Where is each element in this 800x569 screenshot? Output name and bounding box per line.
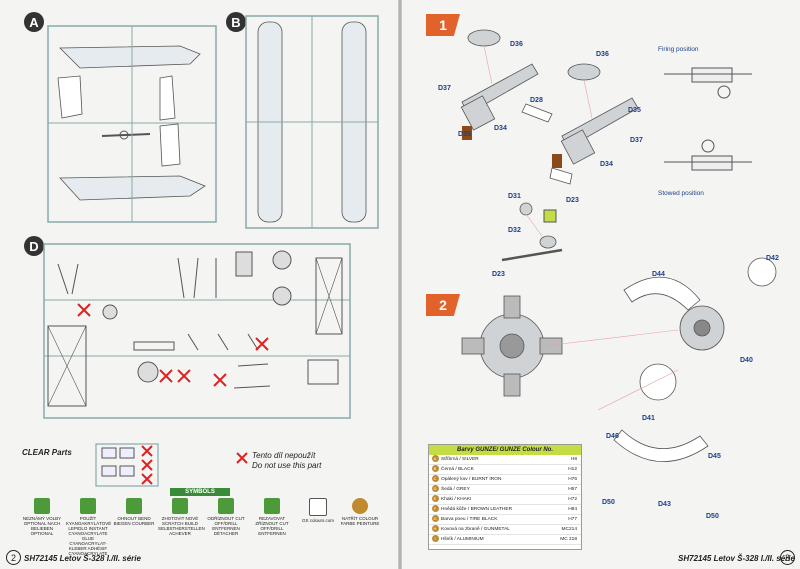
question-icon xyxy=(34,498,50,514)
part-label-d42: D42 xyxy=(766,255,779,262)
page-number-left: 2 xyxy=(6,550,21,565)
part-label-d23-a: D23 xyxy=(566,197,579,204)
symbol-cut: ODŘÍZNOUT CUT OFF/DRILL ENTFERNEN DÉTACH… xyxy=(204,498,248,536)
part-label-d37-b: D37 xyxy=(630,137,643,144)
symbols-header: SYMBOLS xyxy=(170,488,230,496)
clear-parts-title: CLEAR Parts xyxy=(22,448,72,457)
color-table-title: Barvy GUNZE/ GUNZE Colour No. xyxy=(429,445,581,455)
scratch-build-icon xyxy=(172,498,188,514)
part-label-d35-b: D35 xyxy=(628,107,641,114)
clear-parts-sprue xyxy=(95,443,159,487)
part-label-d43: D43 xyxy=(658,501,671,508)
step-2-marker: 2 xyxy=(426,294,460,316)
drill-icon xyxy=(264,498,280,514)
sprue-d-diagram xyxy=(43,243,351,419)
symbol-drill: REZAVOVAT ZŘÍZNOUT CUT OFF/DRILL ENTFERN… xyxy=(250,498,294,536)
gs-logo-icon xyxy=(309,498,327,516)
right-page: 1 2 D36 D36 D37 D28 D35 D34 D3 xyxy=(402,0,800,569)
part-label-d40: D40 xyxy=(740,357,753,364)
book-gutter xyxy=(398,0,402,569)
symbol-paint: NATŘÍT COLOUR FARBE PEINTURE xyxy=(338,498,382,526)
symbol-bend: OHNOUT BEND BIEGEN COURBER xyxy=(112,498,156,526)
do-not-use-cross-icon xyxy=(236,452,248,464)
symbol-scratch-build: ZHOTOVIT NOVÉ SCRATCH BUILD SELBSTHERSTE… xyxy=(158,498,205,536)
bend-icon xyxy=(126,498,142,514)
part-label-d37-a: D37 xyxy=(438,85,451,92)
symbol-gs-colours: GS colours.com xyxy=(296,498,340,523)
step-2-engine-assembly: D44 D42 D40 D41 D46 D45 D50 D43 D50 xyxy=(461,255,779,520)
symbol-glue: POUŽÍT KYANOAKRYLÁTOVÉ LEPIDLO INSTANT C… xyxy=(66,498,111,556)
stowed-position-label: Stowed position xyxy=(658,190,704,197)
step-1-gun-assembly: D36 D36 D37 D28 D35 D34 D35 D34 D37 D23 … xyxy=(438,29,752,278)
sprue-b-diagram xyxy=(245,15,379,229)
part-label-d50-b: D50 xyxy=(706,513,719,520)
section-b-marker: B xyxy=(226,12,246,32)
section-d-marker: D xyxy=(24,236,44,256)
sprue-a-diagram xyxy=(47,25,217,223)
do-not-use-cz: Tento díl nepoužít xyxy=(252,451,316,460)
part-label-d41: D41 xyxy=(642,415,655,422)
part-label-d28: D28 xyxy=(530,97,543,104)
symbols-legend: SYMBOLS NEZNÁMÝ VOLBY OPTIONAL NACH BELI… xyxy=(20,488,382,556)
part-label-d36-b: D36 xyxy=(596,51,609,58)
footer-right: SH72145 Letov Š-328 I./II. série xyxy=(678,554,795,563)
part-label-d36-a: D36 xyxy=(510,41,523,48)
part-label-d34-a: D34 xyxy=(494,125,507,132)
part-label-d31: D31 xyxy=(508,193,521,200)
do-not-use-legend: Tento díl nepoužít Do not use this part xyxy=(252,451,321,471)
part-label-d23-b: D23 xyxy=(492,271,505,278)
cut-icon xyxy=(218,498,234,514)
part-label-d50-a: D50 xyxy=(602,499,615,506)
part-label-d34-b: D34 xyxy=(600,161,613,168)
do-not-use-en: Do not use this part xyxy=(252,461,322,470)
paint-icon xyxy=(352,498,368,514)
section-a-marker: A xyxy=(24,12,44,32)
optional-question-icon xyxy=(543,209,557,223)
symbol-optional: NEZNÁMÝ VOLBY OPTIONAL NACH BELIEBEN OPT… xyxy=(20,498,64,536)
firing-position-label: Firing position xyxy=(658,46,699,53)
step-1-marker: 1 xyxy=(426,14,460,36)
part-label-d35-a: D35 xyxy=(458,131,471,138)
page-number-right: 3 xyxy=(780,550,795,565)
part-label-d46: D46 xyxy=(606,433,619,440)
part-label-d32: D32 xyxy=(508,227,521,234)
left-page: A B D xyxy=(0,0,398,569)
part-label-d44: D44 xyxy=(652,271,665,278)
footer-left: SH72145 Letov Š-328 I./II. série xyxy=(24,554,141,563)
glue-drop-icon xyxy=(80,498,96,514)
part-label-d45: D45 xyxy=(708,453,721,460)
